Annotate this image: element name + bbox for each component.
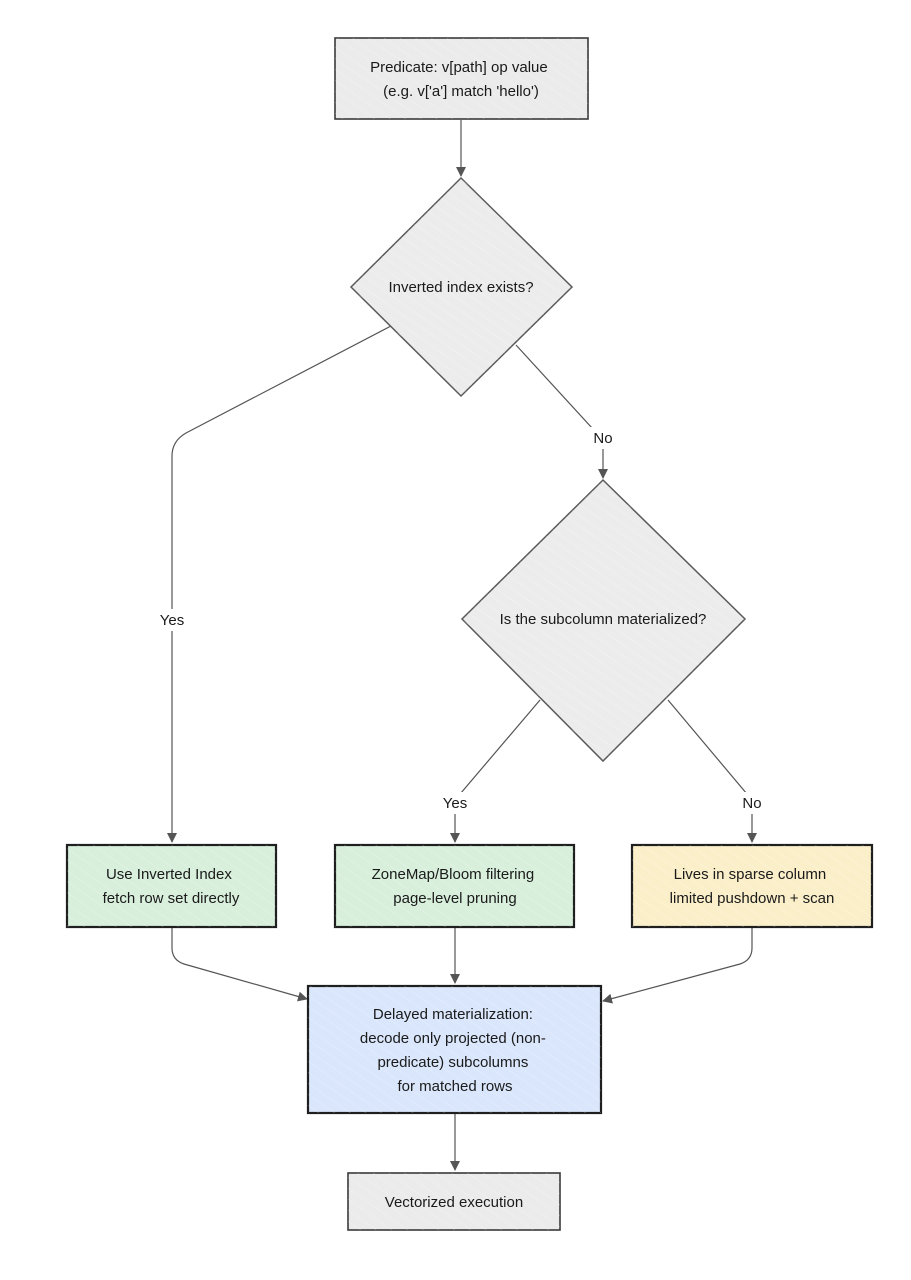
zonemap-bloom-line-1: ZoneMap/Bloom filtering — [372, 866, 535, 883]
delayed-materialization-line-1: Delayed materialization: — [373, 1006, 533, 1023]
use-inverted-index-node: Use Inverted Index fetch row set directl… — [65, 843, 278, 929]
vectorized-execution-label: Vectorized execution — [385, 1194, 523, 1211]
svg-text:Predicate: v[path] op value: Predicate: v[path] op value (e.g. v['a']… — [370, 59, 552, 100]
predicate-line-2: (e.g. v['a'] match 'hello') — [383, 83, 539, 100]
edge-label-materialized-yes: Yes — [443, 795, 467, 812]
delayed-materialization-line-4: for matched rows — [397, 1078, 512, 1095]
inverted-index-decision: Inverted index exists? — [349, 176, 574, 398]
delayed-materialization-node: Delayed materialization: decode only pro… — [306, 984, 603, 1115]
inverted-index-question: Inverted index exists? — [388, 279, 533, 296]
edge-materialized-yes — [450, 699, 541, 843]
delayed-materialization-line-3: predicate) subcolumns — [377, 1054, 528, 1071]
edge-label-materialized-no: No — [742, 795, 761, 812]
edge-index-no — [515, 344, 608, 479]
zonemap-bloom-line-2: page-level pruning — [393, 890, 516, 907]
edge-inverted-to-delayed — [171, 928, 308, 1002]
predicate-line-1: Predicate: v[path] op value — [370, 59, 548, 76]
sparse-column-node: Lives in sparse column limited pushdown … — [630, 843, 874, 929]
use-inverted-index-line-1: Use Inverted Index — [106, 866, 232, 883]
edge-materialized-no — [667, 699, 757, 843]
sparse-column-line-1: Lives in sparse column — [674, 866, 827, 883]
predicate-node: Predicate: v[path] op value (e.g. v['a']… — [334, 37, 589, 120]
zonemap-bloom-node: ZoneMap/Bloom filtering page-level pruni… — [333, 843, 576, 929]
svg-text:Use Inverted Index fetch: Use Inverted Index fetch row set directl… — [103, 866, 240, 907]
edge-label-index-yes: Yes — [160, 612, 184, 629]
subcolumn-question: Is the subcolumn materialized? — [500, 611, 707, 628]
delayed-materialization-line-2: decode only projected (non- — [360, 1030, 546, 1047]
vectorized-execution-node: Vectorized execution — [347, 1172, 561, 1231]
svg-text:Lives in sparse column l: Lives in sparse column limited pushdown … — [670, 866, 835, 907]
svg-text:ZoneMap/Bloom filtering: ZoneMap/Bloom filtering page-level pruni… — [372, 866, 539, 907]
edge-index-yes — [167, 325, 392, 843]
use-inverted-index-line-2: fetch row set directly — [103, 890, 240, 907]
sparse-column-line-2: limited pushdown + scan — [670, 890, 835, 907]
edge-labels: Yes No Yes No — [154, 427, 767, 814]
edge-label-index-no: No — [593, 430, 612, 447]
subcolumn-decision: Is the subcolumn materialized? — [460, 478, 747, 763]
svg-text:Delayed materialization:: Delayed materialization: decode only pro… — [360, 1006, 550, 1095]
edge-sparse-to-delayed — [602, 928, 753, 1004]
